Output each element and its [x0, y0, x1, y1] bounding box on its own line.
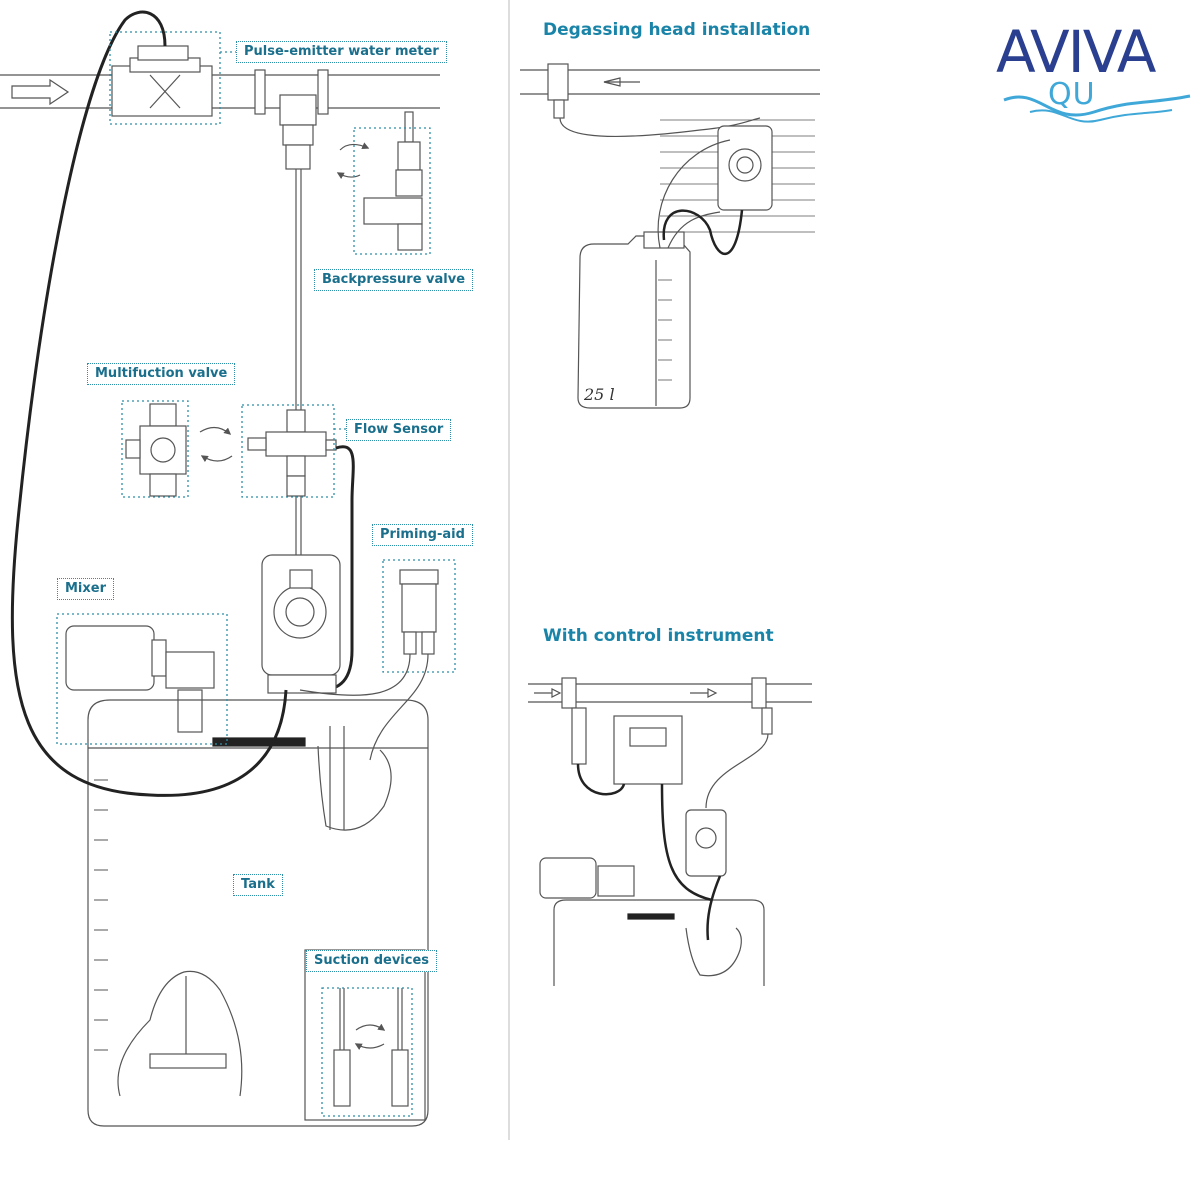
aviva-aqua-logo: AVIVA QU [996, 18, 1191, 123]
label-mixer: Mixer [57, 578, 115, 600]
logo-wordmark-bottom: QU [1048, 77, 1096, 112]
multifunction-box [121, 400, 189, 498]
heading-degassing: Degassing head installation [543, 20, 811, 40]
priming-aid-box [382, 559, 456, 673]
label-pulse-meter: Pulse-emitter water meter [236, 41, 447, 63]
label-multifunction: Multifuction valve [87, 363, 236, 385]
priming-aid-drawing [299, 569, 439, 761]
heading-control: With control instrument [543, 626, 774, 646]
control-instrument-diagram [528, 677, 812, 986]
injection-fitting [282, 124, 314, 410]
mixer-drawing [65, 625, 215, 733]
label-suction: Suction devices [306, 950, 438, 972]
flow-sensor-box [241, 404, 335, 498]
label-flow-sensor: Flow Sensor [346, 419, 452, 441]
flow-arrow-icon [11, 78, 70, 106]
backpressure-valve-drawing [336, 111, 423, 251]
logo-wordmark-top: AVIVA [996, 18, 1157, 86]
label-priming-aid: Priming-aid [372, 524, 473, 546]
multifunction-valve-drawing [125, 403, 233, 497]
tank-drawing [87, 699, 429, 1127]
logo-wave-icon [1003, 94, 1191, 117]
backpressure-box [353, 127, 431, 255]
tank-lid-bar [212, 737, 306, 747]
mixer-box [56, 613, 228, 745]
degassing-diagram [520, 63, 820, 409]
flow-sensor-cable [319, 445, 355, 692]
control-tank-lid-bar [627, 913, 675, 920]
control-cables [576, 763, 722, 941]
suction-devices-drawing [333, 988, 409, 1107]
degassing-return-cable [662, 209, 744, 256]
pulse-meter-box [109, 31, 221, 125]
label-tank: Tank [233, 874, 283, 896]
flow-sensor-drawing [247, 409, 337, 555]
meter-signal-cable [10, 10, 288, 797]
main-pipe [0, 45, 440, 126]
dosing-pump-drawing [261, 554, 341, 694]
canister-volume-label: 25 l [584, 385, 615, 404]
suction-box [321, 987, 413, 1117]
label-backpressure: Backpressure valve [314, 269, 474, 291]
